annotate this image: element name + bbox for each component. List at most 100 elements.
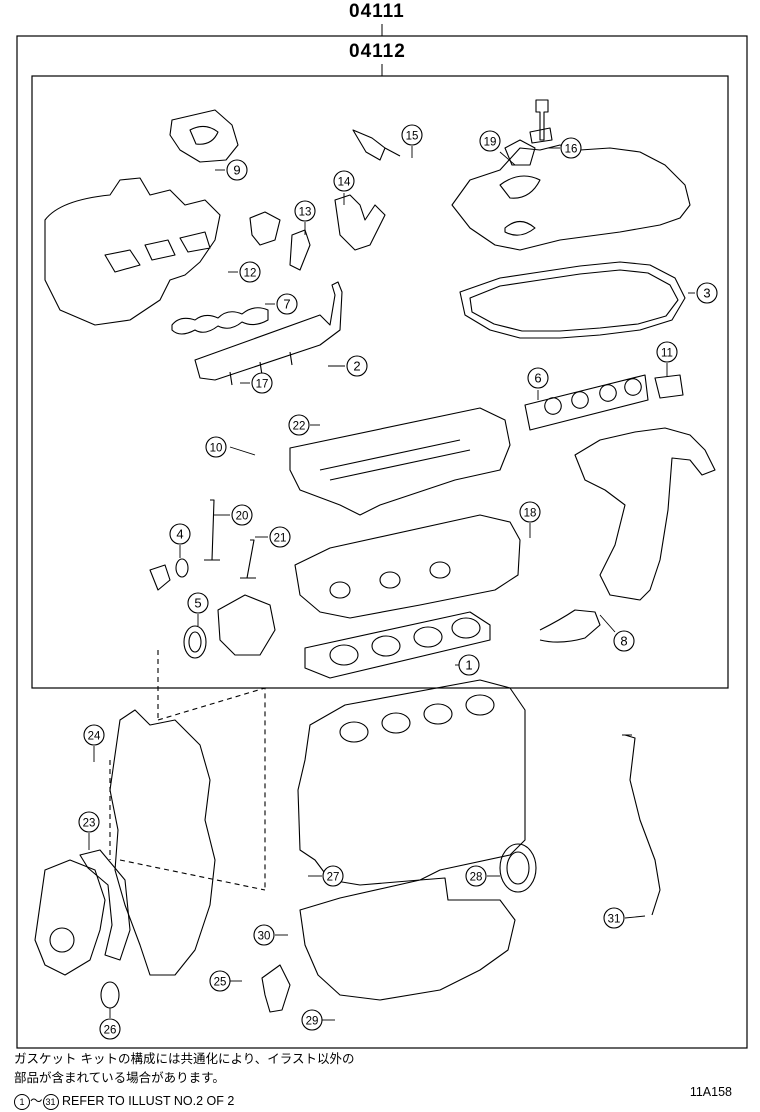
callout-circle [231, 504, 253, 526]
callout-circle [78, 811, 100, 833]
reference-note: 1～31 REFER TO ILLUST NO.2 OF 2 [14, 1090, 234, 1110]
inner-kit-code: 04112 [349, 41, 406, 62]
callout-circle [603, 907, 625, 929]
leader-31 [624, 915, 646, 919]
callout-23: 23 [78, 811, 100, 833]
callout-circle [276, 293, 298, 315]
intake-valve [204, 499, 220, 561]
callout-11: 11 [656, 341, 678, 363]
callout-29: 29 [301, 1009, 323, 1031]
callout-circle [560, 137, 582, 159]
camshaft-housing [289, 407, 511, 516]
head-cover-gasket [459, 261, 686, 339]
exhaust-pipe [539, 609, 601, 643]
callout-number: 11 [661, 348, 673, 360]
callout-circle [346, 355, 368, 377]
timing-cover-dashes [109, 760, 266, 891]
callout-8: 8 [613, 630, 635, 652]
callout-24: 24 [83, 724, 105, 746]
callout-27: 27 [322, 865, 344, 887]
callout-18: 18 [519, 501, 541, 523]
callout-number: 4 [176, 527, 183, 542]
cylinder-head-cover [451, 144, 691, 251]
cylinder-head-gasket [304, 611, 491, 679]
throttle-body [169, 109, 239, 163]
callout-circle [269, 526, 291, 548]
seal-washer [529, 127, 553, 144]
callout-1: 1 [458, 654, 480, 676]
dashed-leader-timing [157, 650, 266, 890]
rear-oil-seal [499, 843, 537, 893]
egr-gasket [654, 374, 684, 399]
callout-19: 19 [479, 130, 501, 152]
japanese-note-line-2: 部品が含まれている場合があります。 [14, 1070, 225, 1085]
oil-control-valve [334, 194, 386, 251]
callout-circle [527, 367, 549, 389]
ref-from-circle: 1 [14, 1093, 30, 1110]
callout-number: 6 [534, 371, 541, 386]
callout-number: 19 [484, 137, 497, 149]
callout-4: 4 [169, 523, 191, 545]
water-inlet-housing [217, 594, 276, 656]
callout-number: 21 [274, 533, 287, 545]
cover-bolt [535, 99, 549, 141]
leader-8 [599, 614, 616, 633]
callout-31: 31 [603, 907, 625, 929]
callout-circle [239, 261, 261, 283]
timing-chain-cover [109, 709, 216, 976]
ref-text: REFER TO ILLUST NO.2 OF 2 [62, 1094, 235, 1108]
japanese-note-line-1: ガスケット キットの構成には共通化により、イラスト以外の [14, 1051, 355, 1066]
water-pump-gasket [79, 849, 131, 961]
callout-circle [519, 501, 541, 523]
callout-number: 31 [608, 914, 621, 926]
callout-number: 13 [299, 207, 312, 219]
outer-kit-code: 04111 [349, 1, 405, 22]
water-pump [34, 859, 106, 976]
callout-13: 13 [294, 200, 316, 222]
callout-number: 7 [283, 297, 290, 312]
inner-kit-frame [31, 75, 729, 689]
callout-number: 30 [258, 931, 271, 943]
crank-sensor [149, 564, 171, 591]
callout-20: 20 [231, 504, 253, 526]
outer-kit-frame [16, 35, 748, 1049]
vvt-sensor-bracket [289, 229, 311, 271]
callout-circle [458, 654, 480, 676]
oil-strainer [261, 964, 291, 1013]
o-ring-4 [175, 558, 189, 578]
exhaust-manifold [574, 427, 716, 601]
intake-manifold-gasket [171, 307, 269, 335]
figure-id: 11A158 [689, 1085, 732, 1099]
callout-number: 5 [194, 596, 201, 611]
callout-circle [479, 130, 501, 152]
callout-circle [696, 282, 718, 304]
callout-21: 21 [269, 526, 291, 548]
oil-seal-front-inner [188, 631, 202, 653]
callout-12: 12 [239, 261, 261, 283]
callout-28: 28 [465, 865, 487, 887]
callout-7: 7 [276, 293, 298, 315]
callout-number: 1 [465, 658, 472, 673]
callout-number: 8 [620, 634, 627, 649]
callout-circle [613, 630, 635, 652]
intake-manifold [44, 177, 221, 326]
callout-number: 27 [327, 872, 340, 884]
oil-seal-front [183, 625, 207, 659]
callout-circle [333, 170, 355, 192]
callout-number: 16 [565, 144, 578, 156]
cylinder-head [294, 514, 521, 619]
oil-dipstick [622, 734, 661, 916]
callout-number: 29 [306, 1016, 319, 1028]
cam-position-sensor [249, 211, 281, 246]
ref-tilde: ～ [30, 1094, 43, 1108]
oil-filler-cap [504, 139, 536, 166]
callout-circle [401, 124, 423, 146]
callout-number: 22 [293, 421, 306, 433]
callout-circle [226, 159, 248, 181]
callout-circle [205, 436, 227, 458]
callout-circle [294, 200, 316, 222]
callout-22: 22 [288, 414, 310, 436]
callout-circle [169, 523, 191, 545]
callout-10: 10 [205, 436, 227, 458]
